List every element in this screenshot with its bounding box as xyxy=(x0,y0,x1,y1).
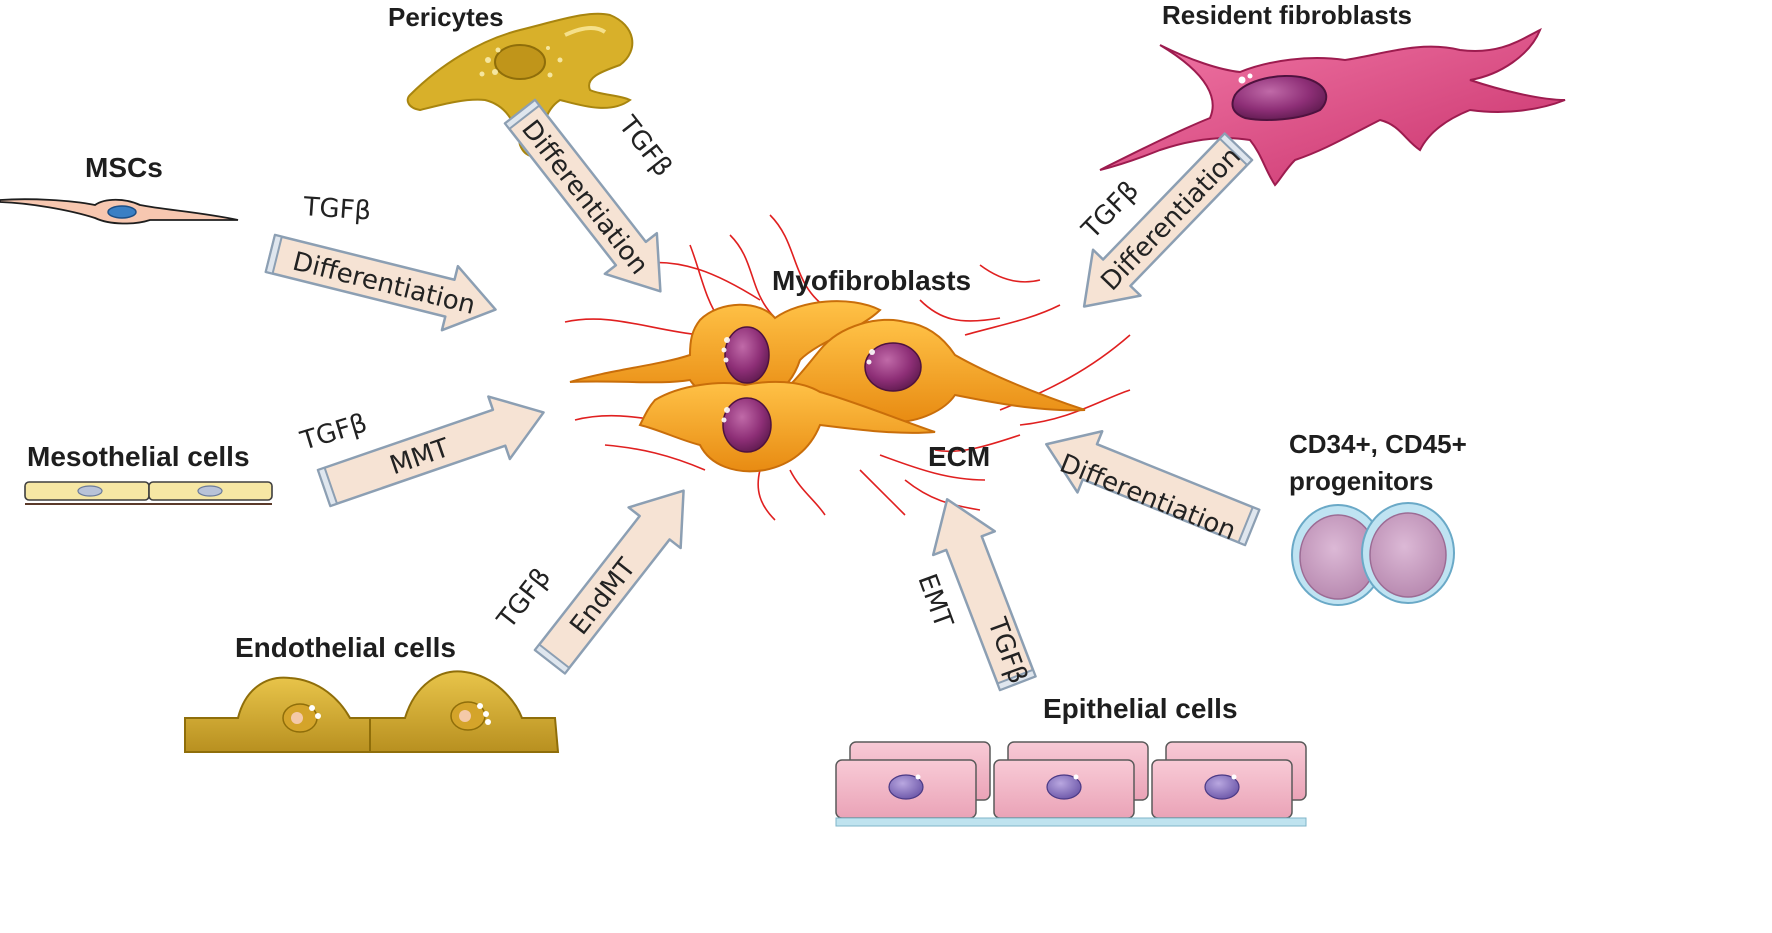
msc-cell xyxy=(0,198,239,225)
tgf-pericytes: TGFβ xyxy=(612,110,678,183)
arrow-mesothelial-mmt: MMT xyxy=(316,395,545,508)
label-pericytes: Pericytes xyxy=(388,2,504,32)
tgf-endothelial: TGFβ xyxy=(491,563,557,636)
label-progenitors-line1: CD34+, CD45+ xyxy=(1289,429,1467,459)
myofibroblast-cell-3 xyxy=(638,380,936,473)
tgf-mesothelial: TGFβ xyxy=(296,408,370,457)
arrow-epithelial-label: EMT xyxy=(911,570,958,632)
arrow-epithelial-emt xyxy=(931,498,1037,692)
arrow-pericytes-differentiation: Differentiation xyxy=(503,98,662,293)
label-mscs: MSCs xyxy=(85,152,163,183)
label-epithelial: Epithelial cells xyxy=(1043,693,1238,724)
arrow-mscs-differentiation: Differentiation xyxy=(264,233,497,332)
label-endothelial: Endothelial cells xyxy=(235,632,456,663)
myofibroblast-nucleus-1 xyxy=(724,326,770,384)
label-mesothelial: Mesothelial cells xyxy=(27,441,250,472)
label-resident-fibroblasts: Resident fibroblasts xyxy=(1162,0,1412,30)
myofibroblast-nucleus-3 xyxy=(722,397,772,453)
tgf-mscs: TGFβ xyxy=(302,192,373,227)
label-myofibroblasts: Myofibroblasts xyxy=(772,265,971,296)
arrow-fibroblasts-differentiation xyxy=(1082,132,1254,308)
endothelial-cells xyxy=(184,670,560,753)
pericyte-cell xyxy=(406,12,634,158)
progenitor-cells xyxy=(1291,502,1455,606)
mesothelial-cells xyxy=(24,481,273,505)
arrow-progenitors-differentiation xyxy=(1045,429,1261,547)
epithelial-cells xyxy=(835,741,1307,827)
myofibroblast-cluster xyxy=(569,300,1086,473)
arrow-endothelial-endmt: EndMT xyxy=(533,489,685,675)
myofibroblast-nucleus-2 xyxy=(864,342,922,392)
ecm-fibers xyxy=(564,214,1131,521)
label-progenitors-line2: progenitors xyxy=(1289,466,1433,496)
resident-fibroblast-cell xyxy=(1099,27,1566,187)
label-ecm: ECM xyxy=(928,441,990,472)
